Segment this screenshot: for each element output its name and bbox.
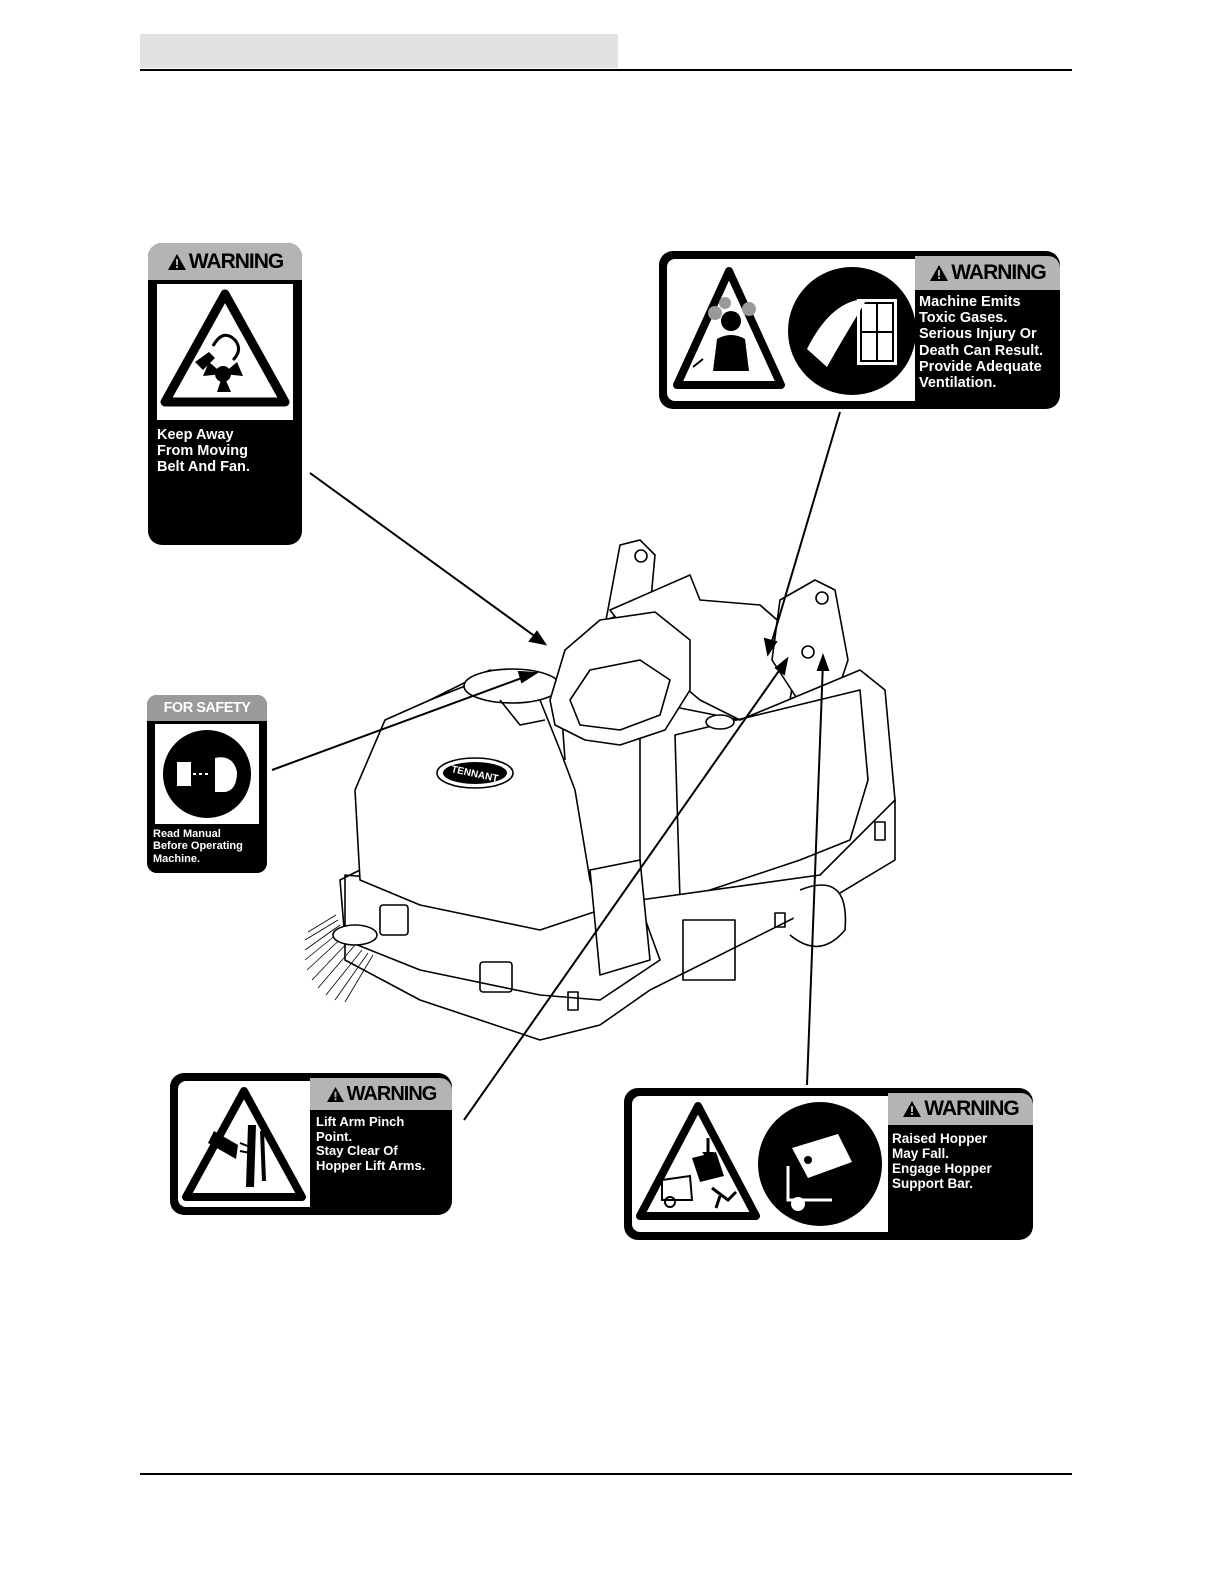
lift-arm-message: Lift Arm Pinch Point. Stay Clear Of Hopp…	[316, 1114, 426, 1173]
warning-triangle-icon	[167, 253, 186, 270]
warning-triangle-icon	[903, 1101, 922, 1117]
toxic-gas-hazard-icon	[673, 267, 915, 395]
header-bar	[140, 34, 618, 68]
warning-header: WARNING	[888, 1093, 1033, 1125]
bottom-rule	[140, 1473, 1072, 1475]
read-manual-pictogram	[155, 724, 259, 824]
falling-hopper-hazard-icon	[636, 1102, 882, 1226]
warning-header-text: WARNING	[924, 1097, 1019, 1120]
belt-fan-warning-decal: WARNING Keep Away From Moving Belt And F…	[148, 243, 302, 545]
warning-header-text: WARNING	[951, 261, 1046, 284]
lift-arm-pinch-warning-decal: WARNING Lift Arm Pinch Point. Stay Clear…	[170, 1073, 452, 1215]
pinch-point-hazard-icon	[182, 1087, 306, 1201]
warning-header: WARNING	[915, 256, 1060, 290]
warning-triangle-icon	[326, 1086, 344, 1102]
read-manual-safety-decal: FOR SAFETY Read Manual Before Operating …	[147, 695, 267, 873]
top-rule	[140, 69, 1072, 71]
toxic-gas-message: Machine Emits Toxic Gases. Serious Injur…	[919, 294, 1044, 392]
belt-fan-message: Keep Away From Moving Belt And Fan.	[157, 427, 250, 476]
raised-hopper-pictogram	[632, 1096, 888, 1232]
read-manual-icon	[163, 730, 251, 818]
warning-header-text: WARNING	[188, 249, 284, 273]
safety-message: Read Manual Before Operating Machine.	[153, 828, 243, 865]
belt-fan-pictogram	[157, 284, 293, 420]
warning-header: WARNING	[148, 243, 302, 280]
hopper-message: Raised Hopper May Fall. Engage Hopper Su…	[892, 1131, 992, 1192]
warning-triangle-icon	[930, 265, 949, 281]
pinch-point-pictogram	[178, 1081, 310, 1207]
warning-header: WARNING	[310, 1078, 452, 1110]
safety-header-text: FOR SAFETY	[147, 695, 267, 721]
toxic-gas-warning-decal: WARNING Machine Emits Toxic Gases. Serio…	[659, 251, 1060, 409]
warning-header-text: WARNING	[346, 1082, 438, 1105]
belt-fan-hazard-icon	[160, 289, 290, 407]
raised-hopper-warning-decal: WARNING Raised Hopper May Fall. Engage H…	[624, 1088, 1033, 1240]
toxic-gas-pictogram	[667, 259, 915, 401]
